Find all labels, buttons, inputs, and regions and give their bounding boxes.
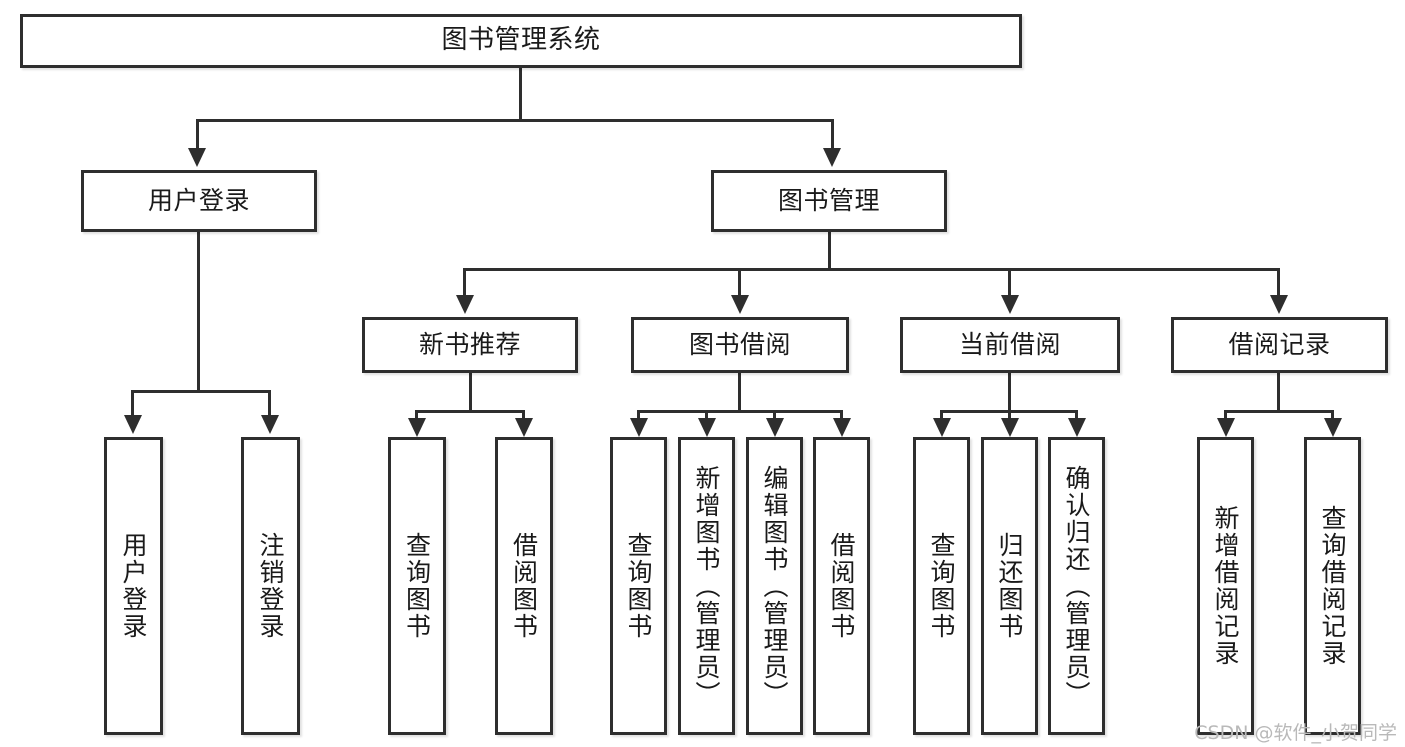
connector-user-login-bus (131, 390, 268, 393)
leaf-book-borrow-query-book[interactable]: 查询图书 (610, 437, 667, 735)
leaf-label: 查询图书 (624, 532, 653, 640)
leaf-label: 查询图书 (402, 532, 432, 640)
connector-bb-leaf-4 (840, 410, 843, 420)
connector-nb-leaf-2 (522, 410, 525, 420)
arrowhead-bm-borrow-record (1270, 295, 1288, 314)
arrowhead-br-leaf-1 (1217, 418, 1235, 437)
connector-bb-leaf-1 (637, 410, 640, 420)
leaf-borrow-record-query-record[interactable]: 查询借阅记录 (1304, 437, 1361, 735)
node-label: 新书推荐 (418, 330, 521, 359)
node-label: 当前借阅 (958, 330, 1061, 359)
leaf-logout[interactable]: 注销登录 (241, 437, 300, 735)
leaf-new-book-query-book[interactable]: 查询图书 (388, 437, 446, 735)
connector-book-management-bus (463, 268, 1280, 271)
leaf-book-borrow-edit-book-admin[interactable]: 编辑图书（管理员） (746, 437, 803, 735)
connector-bm-to-current-borrow (1008, 268, 1011, 296)
connector-cb-leaf-1 (940, 410, 943, 420)
watermark-text: CSDN @软件_小贺同学 (1194, 722, 1397, 744)
connector-user-login-to-leaf-2 (268, 390, 271, 416)
leaf-label: 编辑图书（管理员） (760, 465, 789, 708)
arrowhead-bm-new-book (456, 295, 474, 314)
leaf-label: 归还图书 (995, 532, 1024, 640)
arrowhead-bb-leaf-3 (766, 418, 784, 437)
arrowhead-user-login-leaf-1 (124, 415, 142, 434)
connector-user-login-stem (197, 232, 200, 390)
arrowhead-cb-leaf-2 (1001, 418, 1019, 437)
leaf-book-borrow-borrow-book[interactable]: 借阅图书 (813, 437, 870, 735)
leaf-label: 确认归还（管理员） (1062, 465, 1091, 708)
node-label: 图书管理 (777, 186, 880, 215)
connector-book-borrow-stem (738, 373, 741, 410)
connector-borrow-record-bus (1224, 410, 1334, 413)
arrowhead-nb-leaf-1 (408, 418, 426, 437)
leaf-label: 新增借阅记录 (1211, 505, 1240, 667)
arrowhead-to-user-login (188, 148, 206, 167)
arrowhead-cb-leaf-1 (933, 418, 951, 437)
arrowhead-bm-book-borrow (731, 295, 749, 314)
connector-br-leaf-1 (1224, 410, 1227, 420)
connector-root-stem (519, 68, 522, 119)
connector-cb-leaf-3 (1075, 410, 1078, 420)
node-book-borrow[interactable]: 图书借阅 (631, 317, 849, 373)
connector-new-book-stem (469, 373, 472, 410)
connector-user-login-to-leaf-1 (131, 390, 134, 416)
node-book-management[interactable]: 图书管理 (711, 170, 947, 232)
connector-borrow-record-stem (1277, 373, 1280, 410)
connector-bm-to-book-borrow (738, 268, 741, 296)
node-label: 用户登录 (147, 186, 250, 215)
leaf-label: 借阅图书 (509, 532, 539, 640)
connector-current-borrow-stem (1008, 373, 1011, 410)
connector-bb-leaf-2 (705, 410, 708, 420)
connector-bb-leaf-3 (773, 410, 776, 420)
leaf-borrow-record-add-record[interactable]: 新增借阅记录 (1197, 437, 1254, 735)
leaf-label: 新增图书（管理员） (692, 465, 721, 708)
arrowhead-to-book-management (823, 148, 841, 167)
leaf-new-book-borrow-book[interactable]: 借阅图书 (495, 437, 553, 735)
arrowhead-br-leaf-2 (1324, 418, 1342, 437)
leaf-label: 注销登录 (256, 532, 285, 640)
leaf-book-borrow-add-book-admin[interactable]: 新增图书（管理员） (678, 437, 735, 735)
connector-root-to-book-management (831, 119, 834, 149)
connector-root-to-user-login (196, 119, 199, 149)
connector-bm-to-new-book (463, 268, 466, 296)
connector-root-bus (196, 119, 834, 122)
leaf-user-login[interactable]: 用户登录 (104, 437, 163, 735)
node-user-login[interactable]: 用户登录 (81, 170, 317, 232)
leaf-current-borrow-confirm-return-admin[interactable]: 确认归还（管理员） (1048, 437, 1105, 735)
leaf-label: 查询借阅记录 (1318, 505, 1347, 667)
connector-nb-leaf-1 (415, 410, 418, 420)
connector-book-management-stem (828, 232, 831, 268)
connector-br-leaf-2 (1331, 410, 1334, 420)
leaf-label: 借阅图书 (827, 532, 856, 640)
connector-cb-leaf-2 (1008, 410, 1011, 420)
arrowhead-bb-leaf-2 (698, 418, 716, 437)
connector-bm-to-borrow-record (1277, 268, 1280, 296)
connector-book-borrow-bus (637, 410, 842, 413)
node-label: 图书管理系统 (441, 25, 601, 56)
arrowhead-nb-leaf-2 (515, 418, 533, 437)
connector-new-book-bus (415, 410, 525, 413)
node-new-book-recommend[interactable]: 新书推荐 (362, 317, 578, 373)
leaf-current-borrow-query-book[interactable]: 查询图书 (913, 437, 970, 735)
node-root-book-management-system[interactable]: 图书管理系统 (20, 14, 1022, 68)
arrowhead-user-login-leaf-2 (261, 415, 279, 434)
node-label: 借阅记录 (1228, 330, 1331, 359)
leaf-current-borrow-return-book[interactable]: 归还图书 (981, 437, 1038, 735)
arrowhead-bb-leaf-4 (833, 418, 851, 437)
node-label: 图书借阅 (688, 330, 791, 359)
arrowhead-cb-leaf-3 (1068, 418, 1086, 437)
node-current-borrow[interactable]: 当前借阅 (900, 317, 1120, 373)
leaf-label: 查询图书 (927, 532, 956, 640)
node-borrow-record[interactable]: 借阅记录 (1171, 317, 1388, 373)
arrowhead-bm-current-borrow (1001, 295, 1019, 314)
arrowhead-bb-leaf-1 (630, 418, 648, 437)
leaf-label: 用户登录 (119, 532, 148, 640)
